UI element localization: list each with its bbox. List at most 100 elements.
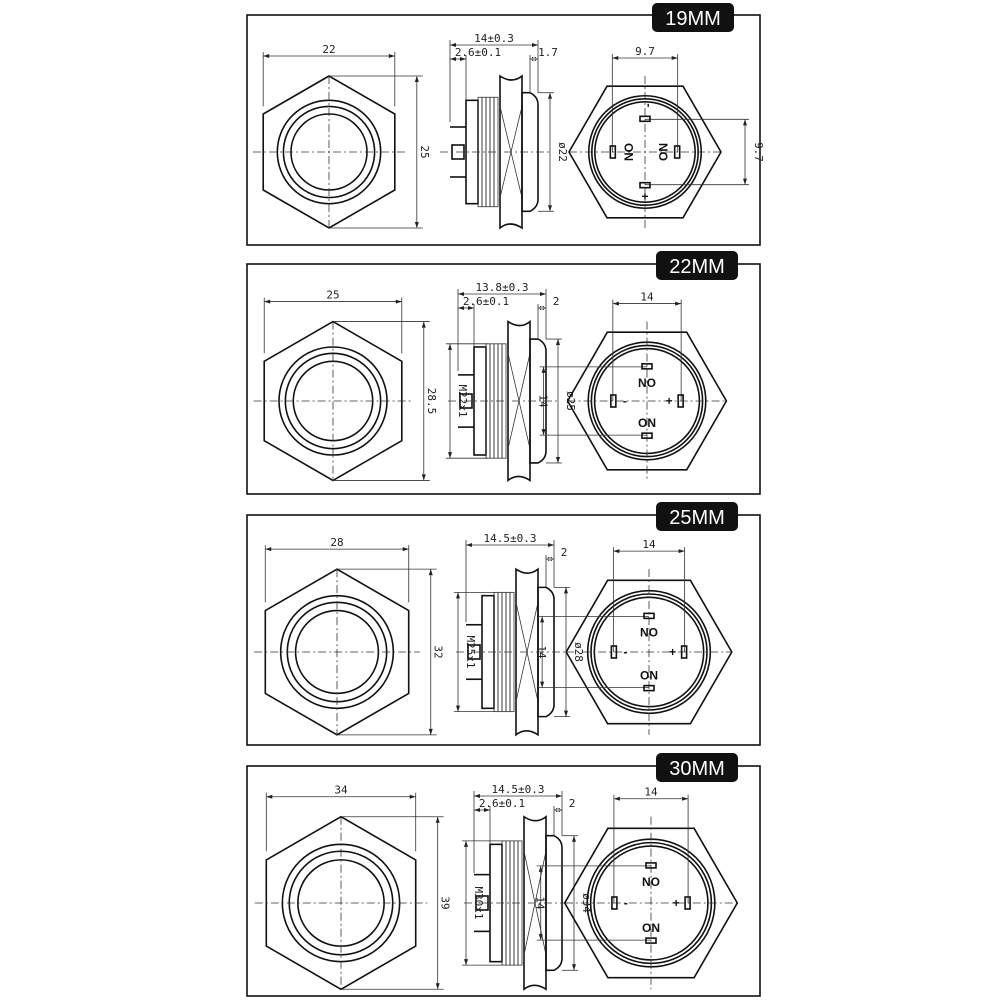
button-cap [521,91,539,213]
face-ring-3 [593,845,709,961]
terminal-mark-no [641,363,653,370]
mounting-nut [523,815,547,991]
face-ring-3 [594,101,696,203]
side-pin-dimension-text: 2.6±0.1 [455,46,501,59]
terminal-mark-on [645,937,657,944]
label-minus: - [623,645,627,659]
side-cap-dimension-text: 1.7 [538,46,558,59]
side-overall-dimension-text: 13.8±0.3 [476,281,529,294]
side-cap-dimension-arrows [538,306,546,310]
label-minus: - [623,394,627,408]
face-side-dimension-text: 14 [537,394,550,408]
label-on: ON [638,416,656,430]
side-pin-dimension-text: 2.6±0.1 [479,797,525,810]
side-thread-dimension-text: M30x1 [472,886,485,919]
side-cap-dimension-arrows [554,808,562,812]
mounting-nut [499,74,523,230]
front-height-dimension-text: 28.5 [425,388,438,415]
front-height-dimension-text: 25 [418,145,431,158]
size-badge-background [656,753,738,782]
mounting-nut [515,567,539,737]
face-top-dimension-text: 14 [640,291,654,304]
terminal-mark-on [641,432,653,439]
size-badge-background [652,3,734,32]
button-cap [545,834,563,972]
side-cap-dimension-arrows [546,557,554,561]
panel-border [246,263,761,495]
side-pin-dimension-text: 2.6±0.1 [463,295,509,308]
terminal-mark-plus [673,145,681,159]
side-cap-dimension-arrows [530,57,538,61]
label-no: NO [640,625,658,639]
side-thread-dimension-text: M22x1 [456,384,469,417]
terminal-mark-plus [680,645,688,659]
terminal-mark-plus [684,896,691,910]
terminal-mark-plus [677,394,684,408]
terminal-mark-no [643,612,655,620]
side-pin-dimension-arrows [474,808,490,812]
side-thread-dimension-text: M25x1 [464,635,477,668]
side-cap-dimension-text: 2 [553,295,560,308]
face-hex-outline [563,827,739,979]
side-overall-dimension-text: 14±0.3 [474,32,514,45]
size-badge-background [656,251,738,280]
label-on-right: ON [657,143,671,161]
label-plus: + [673,896,680,910]
side-overall-dimension-text: 14.5±0.3 [484,532,537,545]
side-cap-dimension-text: 2 [561,546,568,559]
face-top-dimension-text: 14 [644,786,658,799]
front-width-dimension-text: 34 [334,784,348,797]
size-badge-label: 30MM [669,758,725,780]
size-badge-label: 25MM [669,507,725,529]
panel-border [246,765,761,997]
side-cap-dimension-text: 2 [569,797,576,810]
label-plus: + [666,394,673,408]
label-no: NO [638,376,656,390]
panel-border [246,514,761,746]
mounting-nut [507,319,531,483]
label-on: ON [642,921,660,935]
label-plus: + [669,645,676,659]
size-badge: 25MM [656,502,738,531]
front-width-dimension-text: 22 [322,43,335,56]
terminal-mark-minus [610,645,618,659]
face-side-dimension-text: 14 [534,896,547,910]
size-badge: 22MM [656,251,738,280]
panel-border [246,14,761,246]
front-view: 22 25 [253,43,431,229]
button-cap [537,586,555,718]
face-side-dimension-text: 14 [535,645,548,659]
terminal-mark-no [639,115,651,123]
button-cap [529,338,547,464]
label-minus: - [642,103,656,107]
size-badge: 19MM [652,3,734,32]
size-badge-background [656,502,738,531]
size-badge-label: 19MM [665,8,721,30]
side-diameter-dimension-text: ø22 [556,142,569,162]
label-on-left: ON [621,143,635,161]
size-badge: 30MM [656,753,738,782]
bezel-ring-1 [276,99,382,205]
side-pin-dimension-arrows [458,306,474,310]
label-plus: + [641,190,648,204]
side-pin-dimension-arrows [450,57,466,61]
terminal-mark-minus [611,896,618,910]
face-side-dimension-text: 9.7 [752,142,765,162]
side-view: 14±0.32.6±0.1 1.7 ø22 [440,32,569,230]
front-width-dimension-text: 28 [330,536,343,549]
label-no: NO [642,875,660,889]
terminal-mark-on [639,181,651,189]
terminal-mark-on [643,684,655,692]
